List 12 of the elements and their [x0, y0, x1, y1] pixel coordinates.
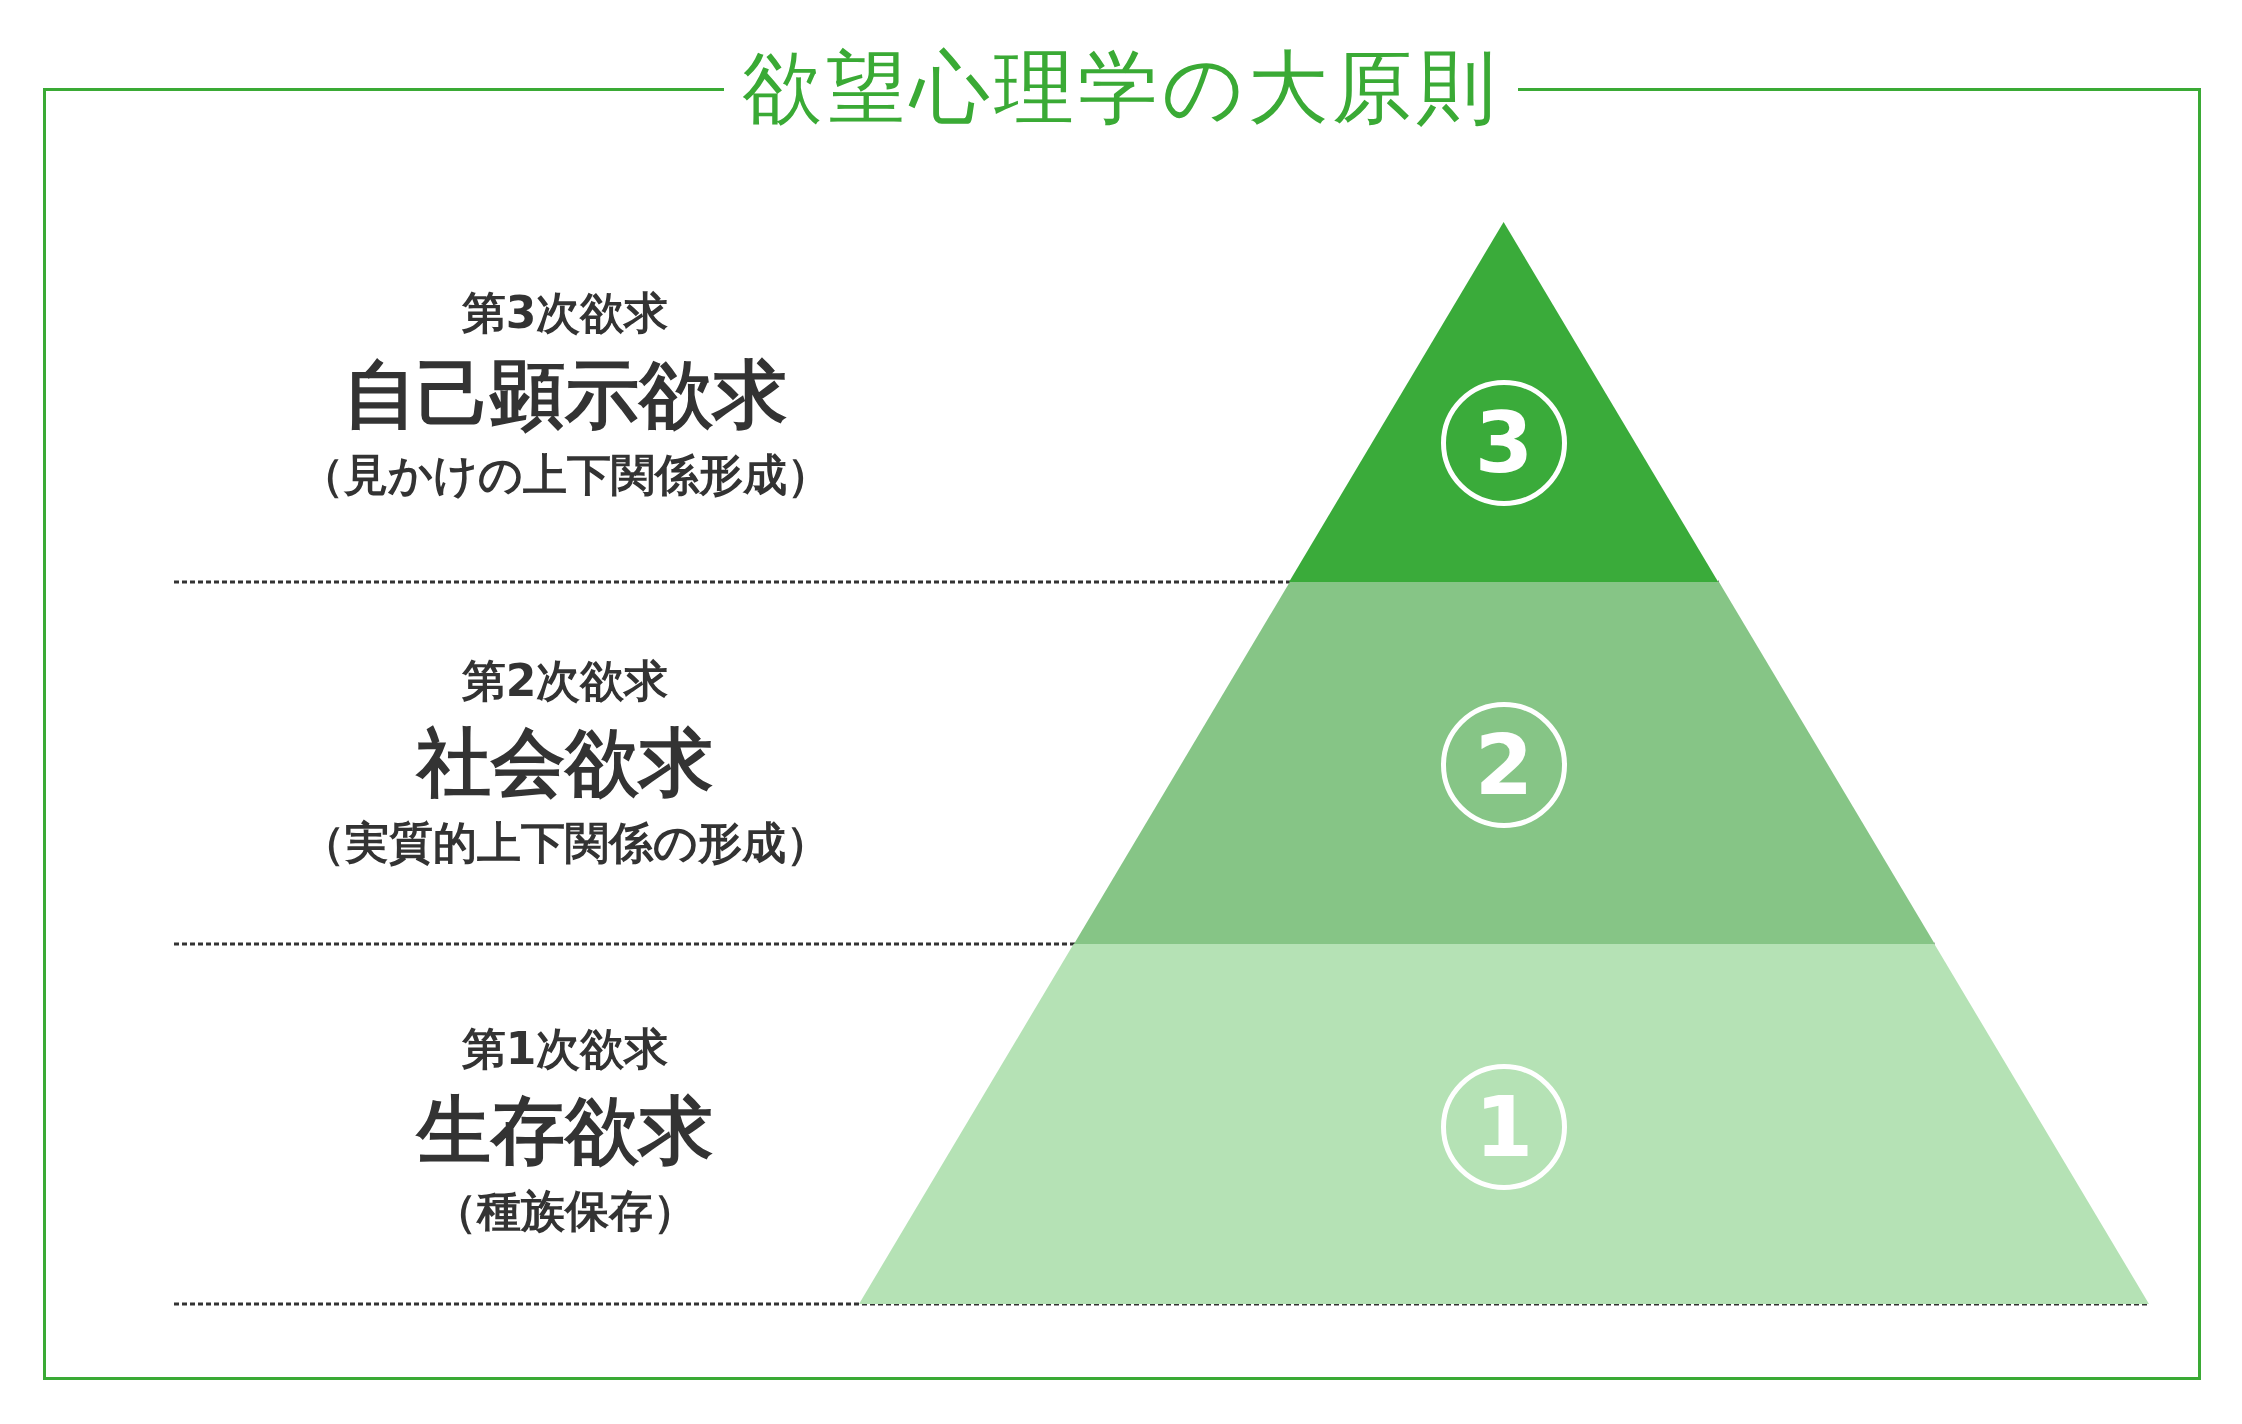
need-name: 自己顕示欲求 [343, 349, 787, 439]
need-name: 社会欲求 [417, 717, 713, 807]
level-label: 第3次欲求 [461, 286, 669, 340]
number-circle: 1 [1441, 1064, 1567, 1190]
number-circle: 2 [1441, 702, 1567, 828]
level-label: 第2次欲求 [461, 654, 669, 708]
need-description: （実質的上下関係の形成） [300, 816, 830, 871]
need-name: 生存欲求 [417, 1085, 713, 1175]
need-description: （種族保存） [433, 1184, 697, 1239]
level-label: 第1次欲求 [461, 1022, 669, 1076]
number-circle: 3 [1441, 380, 1567, 506]
need-description: （見かけの上下関係形成） [299, 448, 831, 503]
